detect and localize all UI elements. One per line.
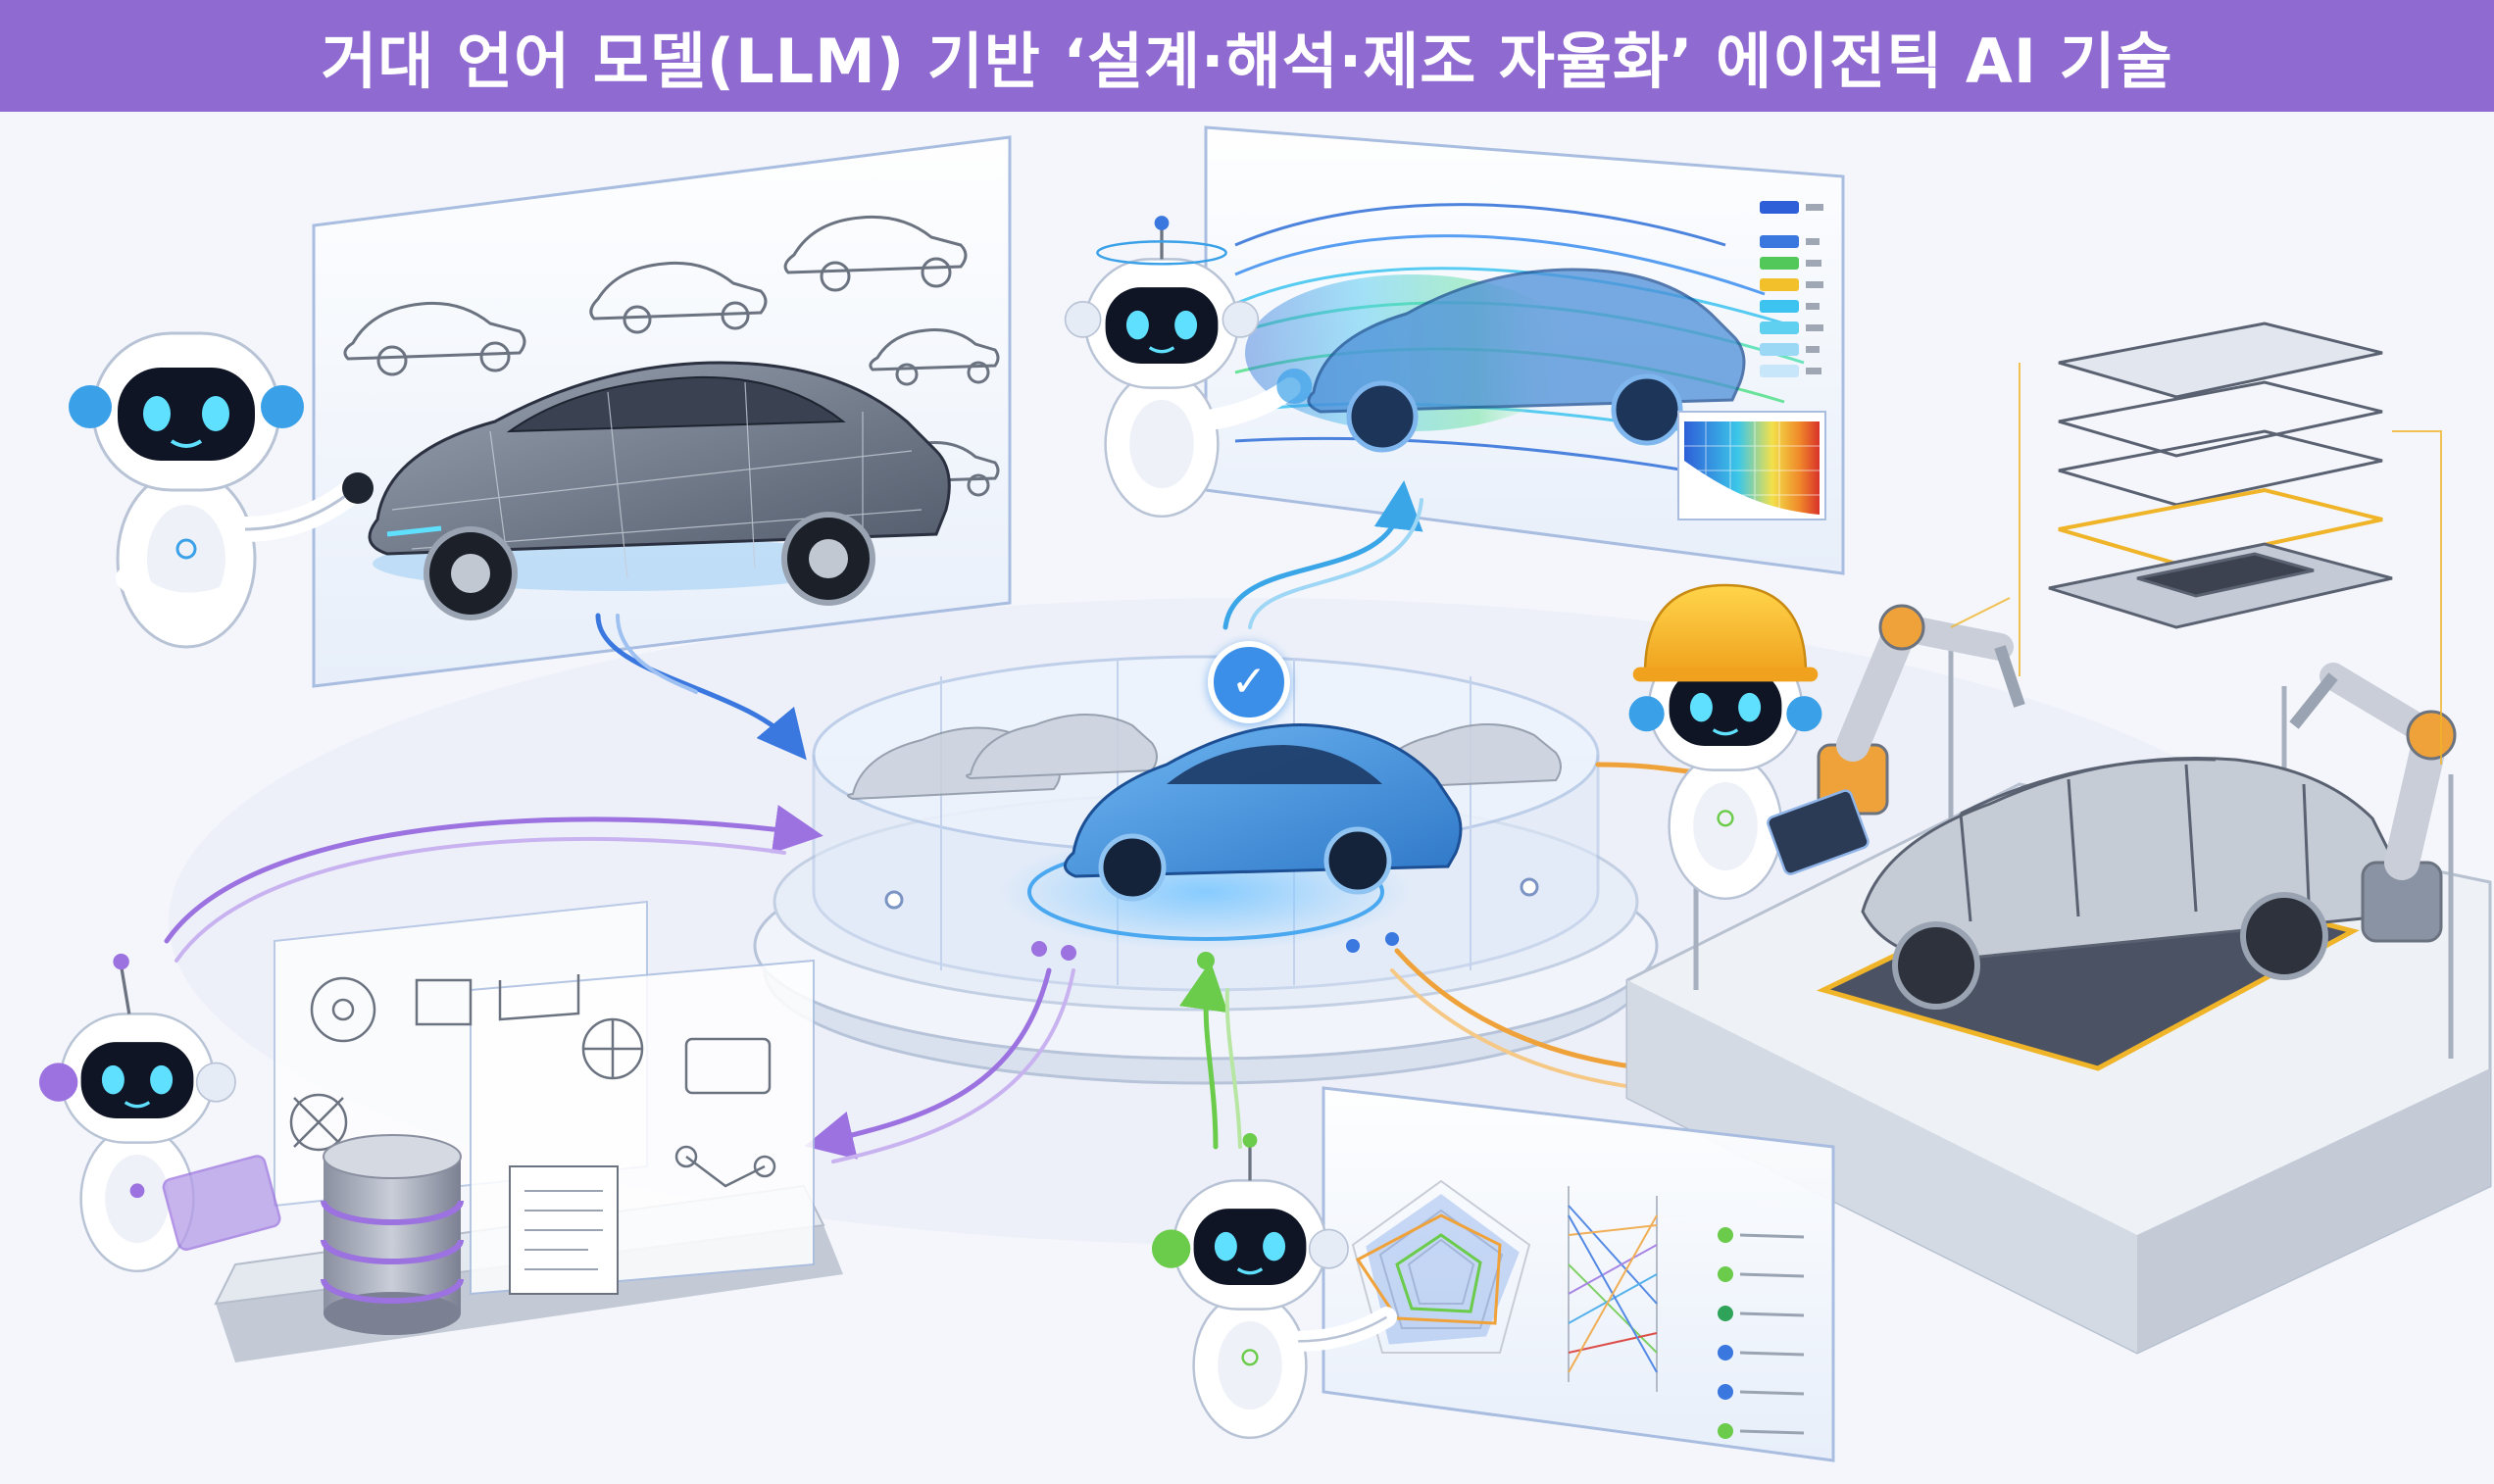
check-icon: ✓ xyxy=(1230,657,1268,707)
knowledge-agent-robot xyxy=(38,953,281,1273)
database-icon xyxy=(321,1134,464,1335)
analysis-panel xyxy=(1204,125,1845,575)
knowledge-base xyxy=(214,900,843,1362)
analysis-agent-robot xyxy=(1064,216,1313,519)
design-agent-robot xyxy=(69,331,374,649)
tablet-icon xyxy=(1767,789,1870,875)
page-title: 거대 언어 모델(LLM) 기반 ‘설계·해석·제조 자율화’ 에이전틱 AI … xyxy=(321,25,2173,97)
evaluation-panel xyxy=(1322,1086,1835,1462)
manufacturing-agent-robot xyxy=(1628,583,1870,901)
evaluation-agent-robot xyxy=(1151,1133,1398,1440)
design-panel xyxy=(312,135,1012,688)
illustration-scene: ✓ xyxy=(0,112,2494,1484)
manufacturing-cell xyxy=(1625,322,2492,1355)
hub-check-badge: ✓ xyxy=(1208,641,1290,723)
title-bar: 거대 언어 모델(LLM) 기반 ‘설계·해석·제조 자율화’ 에이전틱 AI … xyxy=(0,0,2494,112)
illustration-svg xyxy=(38,125,2492,1462)
